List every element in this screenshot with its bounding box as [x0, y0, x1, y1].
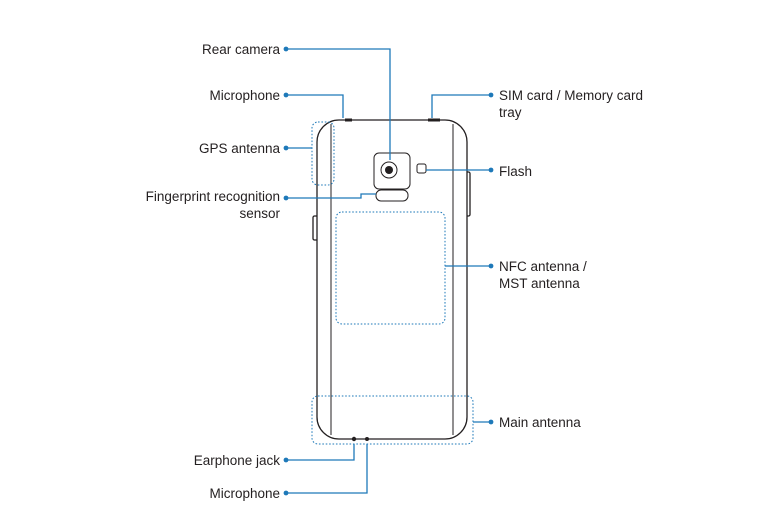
- bottom-microphone-hole: [365, 437, 369, 441]
- earphone-jack-label: Earphone jack: [194, 453, 281, 468]
- camera-module: [373, 152, 411, 190]
- flash-label: Flash: [499, 164, 532, 179]
- main-antenna-dot: [488, 419, 494, 425]
- fingerprint-dot: [283, 195, 289, 201]
- camera-lens-ring: [380, 161, 398, 179]
- sim-tray-dot: [488, 92, 494, 98]
- sim-tray-label-line2: tray: [499, 105, 522, 120]
- gps-antenna-label: GPS antenna: [199, 141, 281, 156]
- flash-icon: [416, 163, 427, 174]
- fingerprint-sensor: [375, 189, 409, 202]
- camera-icon: [385, 166, 393, 174]
- gps-antenna-dot: [283, 145, 289, 151]
- flash-dot: [488, 167, 494, 173]
- nfc-antenna-label-line1: NFC antenna /: [499, 259, 587, 274]
- nfc-antenna-label-line2: MST antenna: [499, 276, 580, 291]
- nfc-antenna-dot: [488, 263, 494, 269]
- microphone-bottom-label: Microphone: [209, 486, 280, 501]
- microphone-top-dot: [283, 92, 289, 98]
- earphone-jack-leader: [286, 444, 355, 461]
- sim-tray-label-line1: SIM card / Memory card: [499, 88, 643, 103]
- microphone-bottom-dot: [283, 490, 289, 496]
- fingerprint-leader: [286, 193, 376, 199]
- microphone-top-label: Microphone: [209, 88, 280, 103]
- earphone-jack-dot: [283, 457, 289, 463]
- main-antenna-label: Main antenna: [499, 415, 581, 430]
- earphone-jack-hole: [351, 436, 357, 442]
- gps-antenna-region: [311, 121, 335, 186]
- fingerprint-label-line1: Fingerprint recognition: [146, 189, 280, 204]
- microphone-bottom-leader: [286, 444, 368, 494]
- rear-camera-leader: [286, 48, 391, 160]
- rear-camera-label: Rear camera: [202, 42, 281, 57]
- nfc-antenna-region: [335, 211, 446, 325]
- fingerprint-label-line2: sensor: [239, 206, 280, 221]
- phone-body: [316, 119, 468, 440]
- rear-camera-dot: [283, 46, 289, 52]
- sim-tray-leader: [431, 94, 491, 118]
- microphone-top-leader: [286, 94, 344, 118]
